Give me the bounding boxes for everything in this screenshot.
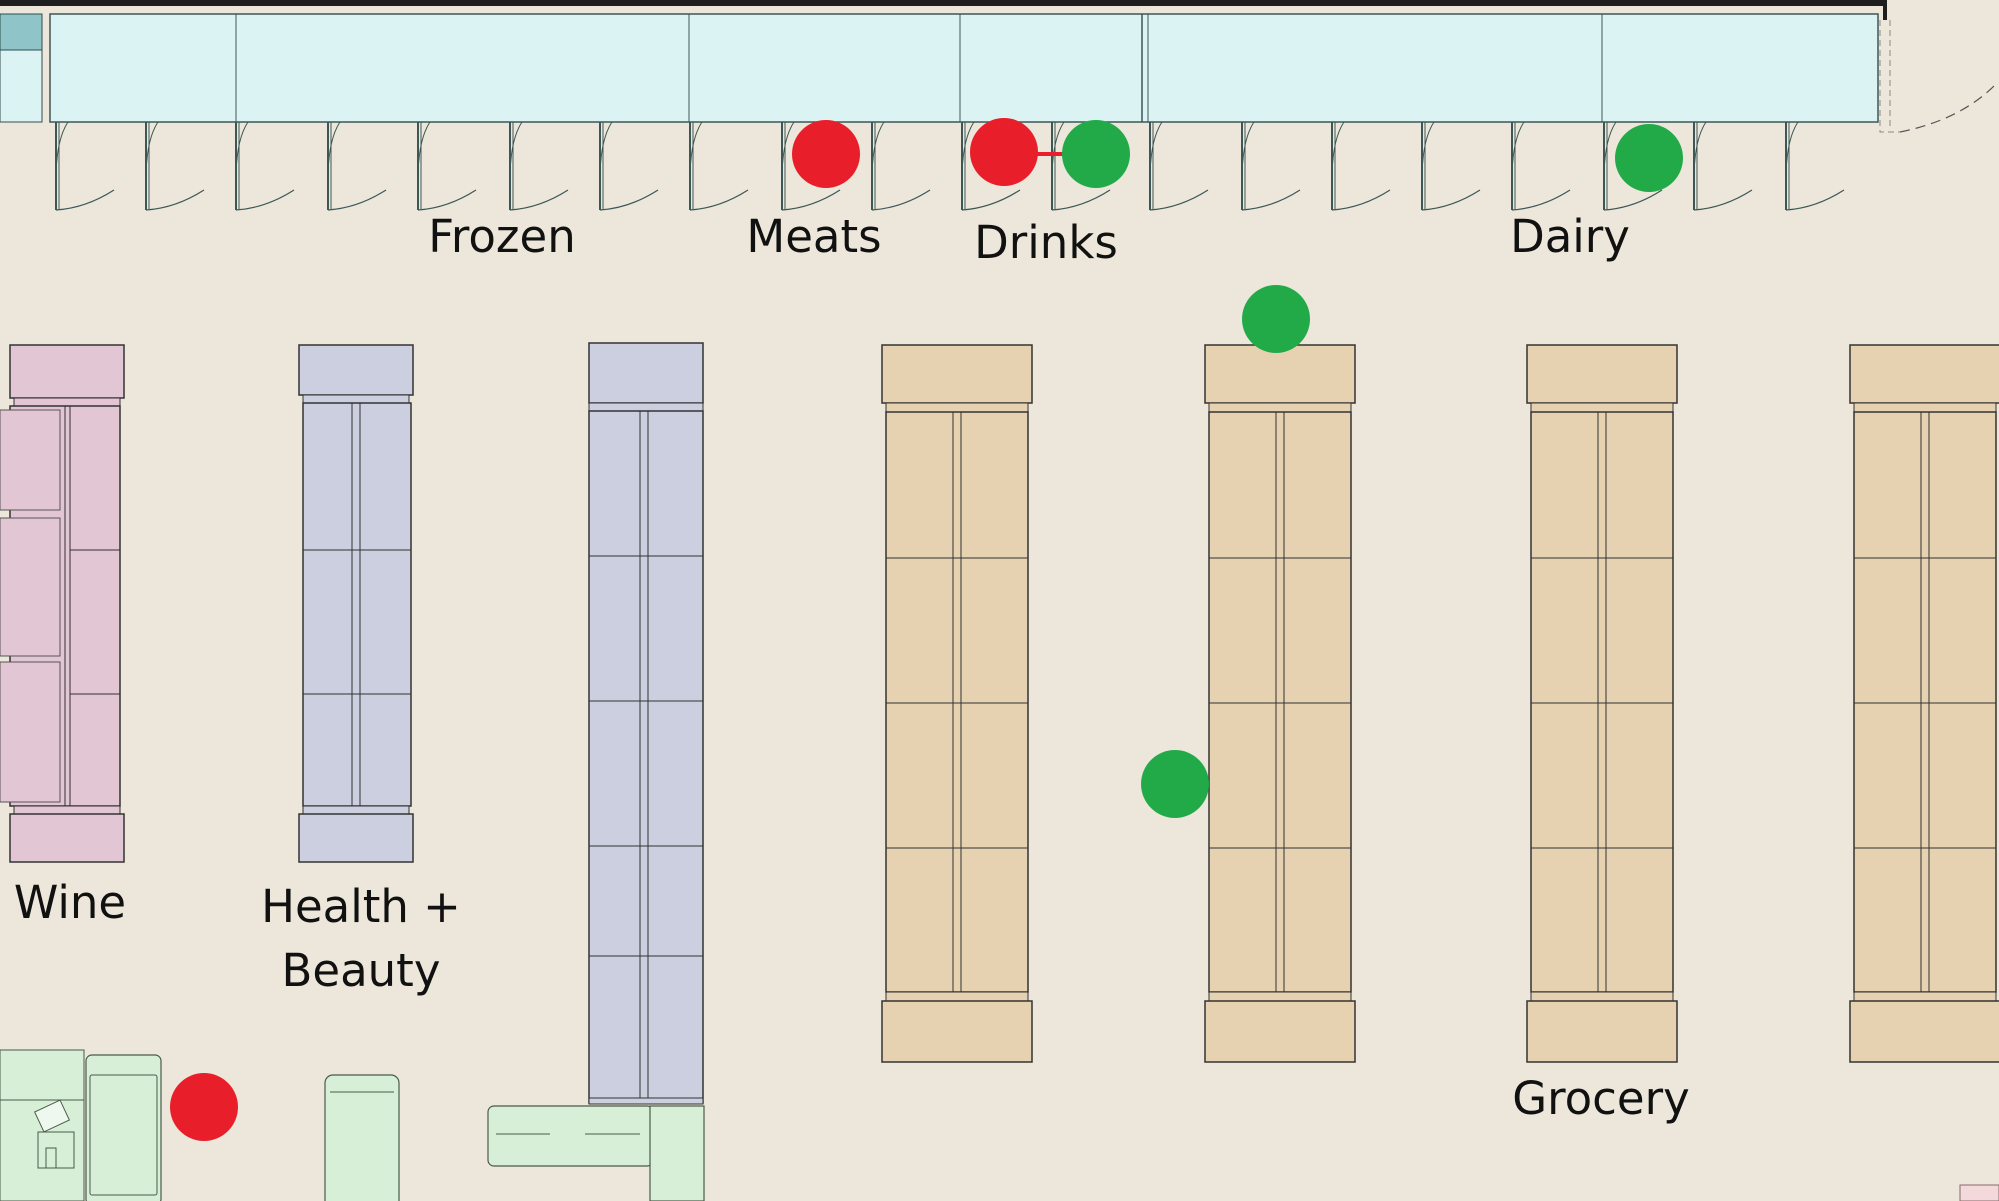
top-wall xyxy=(0,0,1885,6)
cooler-door xyxy=(781,121,841,211)
grocery-shelf xyxy=(1526,344,1678,1063)
cooler-door xyxy=(871,121,931,211)
wine-shelf xyxy=(0,344,125,863)
cooler-door xyxy=(1241,121,1301,211)
red-marker-checkout[interactable] xyxy=(170,1073,238,1141)
cooler-door xyxy=(1421,121,1481,211)
cooler-door xyxy=(1785,121,1845,211)
red-marker-drinks[interactable] xyxy=(970,118,1038,186)
cooler-door xyxy=(689,121,749,211)
wall-corner xyxy=(1883,0,1887,20)
cooler-door xyxy=(1051,121,1111,211)
cooler-section xyxy=(0,13,1996,211)
long-shelf-unit xyxy=(588,342,704,1105)
cooler-door xyxy=(1693,121,1753,211)
label-grocery: Grocery xyxy=(1512,1072,1689,1125)
cooler-door xyxy=(145,121,205,211)
grocery-shelf xyxy=(1849,344,1999,1063)
label-wine: Wine xyxy=(14,876,126,929)
label-meats: Meats xyxy=(746,210,881,263)
grocery-shelf xyxy=(881,344,1033,1063)
grocery-shelf xyxy=(1204,344,1356,1063)
checkout-area xyxy=(0,1049,1999,1201)
label-drinks: Drinks xyxy=(974,216,1118,269)
label-health-line1: Health + xyxy=(261,880,461,933)
cooler-door xyxy=(1331,121,1391,211)
green-marker-dairy[interactable] xyxy=(1615,124,1683,192)
cooler-door xyxy=(1149,121,1209,211)
cooler-door xyxy=(327,121,387,211)
red-marker-meats[interactable] xyxy=(792,120,860,188)
label-frozen: Frozen xyxy=(428,210,575,263)
cooler-door xyxy=(235,121,295,211)
label-dairy: Dairy xyxy=(1510,210,1630,263)
green-marker-grocery-side[interactable] xyxy=(1141,750,1209,818)
cooler-doors xyxy=(55,121,1845,211)
health-beauty-shelf xyxy=(298,344,414,863)
grocery-shelves xyxy=(881,344,1999,1063)
cooler-door xyxy=(1603,121,1663,211)
cooler-door xyxy=(509,121,569,211)
cooler-door xyxy=(1511,121,1571,211)
green-marker-drinks[interactable] xyxy=(1062,120,1130,188)
cooler-door xyxy=(55,121,115,211)
label-health-line2: Beauty xyxy=(282,944,441,997)
green-marker-grocery-top[interactable] xyxy=(1242,285,1310,353)
cooler-door xyxy=(599,121,659,211)
cooler-door xyxy=(961,121,1021,211)
cooler-door xyxy=(417,121,477,211)
